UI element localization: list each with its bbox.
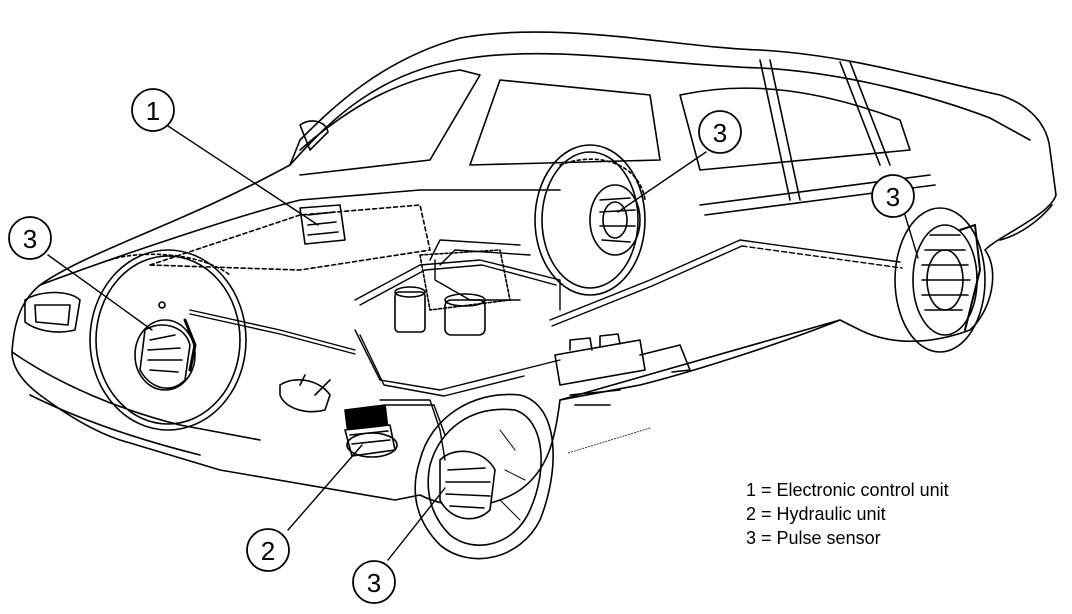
callout-leaders: [47, 125, 919, 561]
rear-far-brake-assembly: [589, 184, 641, 256]
callout-3-rear-far-number: 3: [713, 118, 727, 148]
headlight-inner: [34, 304, 71, 326]
callout-3-front-near-number: 3: [367, 568, 381, 598]
electronic-control-unit: [299, 204, 346, 245]
roof-line: [289, 52, 1031, 166]
rear-near-wheel: [894, 207, 986, 353]
legend: 1 = Electronic control unit 2 = Hydrauli…: [746, 478, 949, 550]
brake-booster-assembly: [394, 249, 511, 336]
legend-item-3: 3 = Pulse sensor: [746, 528, 881, 548]
side-window-front: [469, 79, 661, 166]
rear-bumper: [999, 204, 1053, 241]
master-cylinder: [554, 333, 691, 406]
hood-panel: [149, 204, 431, 271]
illustration-credit-mark: [567, 427, 651, 454]
side-window-rear: [679, 87, 911, 171]
car-body-outline: [11, 31, 1057, 507]
callout-3-rear-near: 3: [871, 174, 915, 218]
front-bumper: [11, 351, 261, 441]
hydraulic-unit: [344, 404, 398, 458]
windshield: [299, 69, 481, 176]
leader-1: [167, 125, 319, 226]
leader-2: [287, 444, 363, 531]
headlight: [24, 291, 81, 333]
legend-item-1: 1 = Electronic control unit: [746, 480, 949, 500]
rocker-panel: [559, 319, 841, 401]
callout-3-front-near: 3: [352, 560, 396, 604]
front-near-wheel: [414, 393, 554, 560]
hood-line: [39, 189, 561, 286]
leader-3-front-near: [387, 487, 446, 561]
pillar-c-2: [849, 61, 891, 166]
leader-3-rear-far: [617, 151, 707, 213]
callout-2-number: 2: [261, 536, 275, 566]
callout-3-front-left: 3: [8, 216, 52, 260]
callout-3-rear-near-number: 3: [886, 182, 900, 212]
side-mirror: [299, 120, 329, 151]
front-left-strut: [279, 374, 331, 413]
callout-1-number: 1: [146, 96, 160, 126]
callout-2: 2: [246, 528, 290, 572]
pillar-c: [839, 61, 881, 166]
legend-item-2: 2 = Hydraulic unit: [746, 504, 886, 524]
brake-lines: [189, 239, 903, 461]
front-bumper-lower: [29, 394, 201, 456]
leader-3-front-left: [47, 254, 153, 331]
leader-3-rear-near: [904, 214, 919, 259]
callout-1: 1: [131, 88, 175, 132]
front-left-brake-assembly: [134, 301, 197, 391]
callout-3-rear-far: 3: [698, 110, 742, 154]
rear-far-wheel: [534, 144, 646, 296]
pillar-b-2: [769, 59, 801, 201]
front-left-wheel: [89, 249, 247, 431]
callout-3-front-left-number: 3: [23, 224, 37, 254]
pillar-b: [759, 59, 791, 201]
